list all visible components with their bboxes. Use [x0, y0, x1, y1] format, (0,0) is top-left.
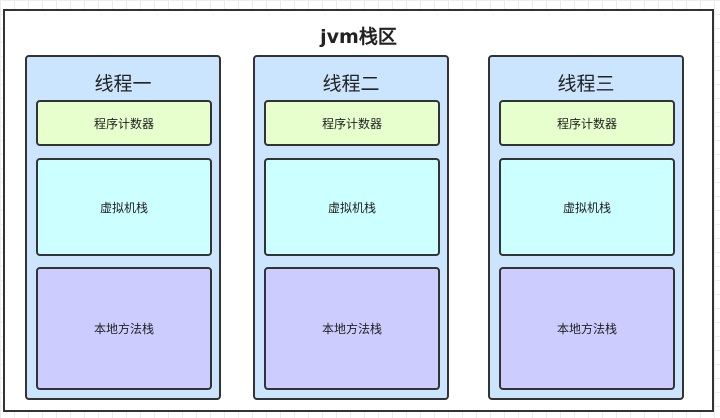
- thread-1-program-counter: 程序计数器: [36, 100, 212, 146]
- thread-3-vm-stack: 虚拟机栈: [499, 158, 675, 256]
- jvm-stack-area-container: jvm栈区 线程一 程序计数器 虚拟机栈 本地方法栈 线程二 程序计数器 虚拟机…: [3, 9, 714, 412]
- thread-1-title: 线程一: [94, 73, 152, 95]
- thread-3-native-method-stack: 本地方法栈: [499, 267, 675, 390]
- thread-1: 线程一 程序计数器 虚拟机栈 本地方法栈: [25, 55, 221, 400]
- thread-2-native-method-stack: 本地方法栈: [264, 267, 440, 390]
- thread-2-title: 线程二: [322, 73, 380, 95]
- diagram-title: jvm栈区: [320, 26, 397, 48]
- thread-3-program-counter: 程序计数器: [499, 100, 675, 146]
- thread-3-title: 线程三: [557, 73, 615, 95]
- thread-2: 线程二 程序计数器 虚拟机栈 本地方法栈: [253, 55, 449, 400]
- thread-2-program-counter: 程序计数器: [264, 100, 440, 146]
- thread-2-vm-stack: 虚拟机栈: [264, 158, 440, 256]
- thread-1-native-method-stack: 本地方法栈: [36, 267, 212, 390]
- thread-3: 线程三 程序计数器 虚拟机栈 本地方法栈: [488, 55, 684, 400]
- thread-1-vm-stack: 虚拟机栈: [36, 158, 212, 256]
